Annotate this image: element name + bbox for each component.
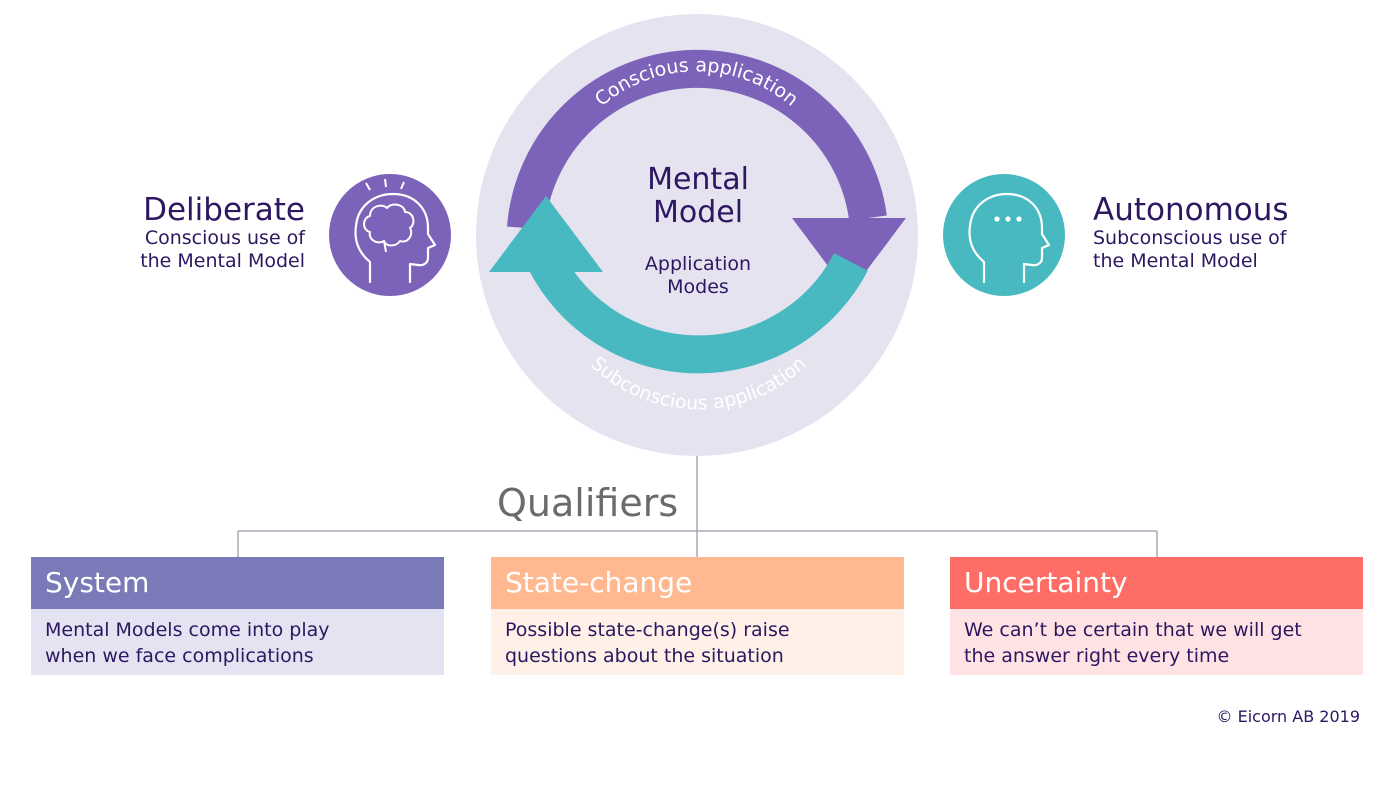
deliberate-title: Deliberate bbox=[143, 192, 305, 228]
mental-model-title: Mental Model bbox=[598, 163, 798, 229]
deliberate-block: Deliberate Conscious use of the Mental M… bbox=[80, 193, 305, 273]
deliberate-subtitle-line1: Conscious use of bbox=[144, 227, 305, 249]
autonomous-block: Autonomous Subconscious use of the Menta… bbox=[1093, 193, 1393, 273]
state-change-card-line2: questions about the situation bbox=[505, 645, 784, 667]
uncertainty-card-line2: the answer right every time bbox=[964, 645, 1230, 667]
application-modes-line1: Application bbox=[644, 253, 752, 275]
system-card-line1: Mental Models come into play bbox=[45, 619, 330, 641]
subconscious-arc bbox=[528, 251, 868, 374]
system-card: System Mental Models come into play when… bbox=[31, 557, 444, 675]
system-card-title: System bbox=[31, 557, 444, 609]
state-change-card: State-change Possible state-change(s) ra… bbox=[491, 557, 904, 675]
uncertainty-card-line1: We can’t be certain that we will get bbox=[964, 619, 1302, 641]
uncertainty-card-title: Uncertainty bbox=[950, 557, 1363, 609]
head-with-brain-icon bbox=[329, 174, 451, 296]
system-card-line2: when we face complications bbox=[45, 645, 314, 667]
conscious-arc bbox=[507, 49, 887, 230]
uncertainty-card-body: We can’t be certain that we will get the… bbox=[950, 609, 1363, 675]
deliberate-subtitle-line2: the Mental Model bbox=[140, 250, 305, 272]
application-modes-line2: Modes bbox=[667, 276, 729, 298]
state-change-card-title: State-change bbox=[491, 557, 904, 609]
application-modes-label: Application Modes bbox=[598, 253, 798, 299]
conscious-arrow-head bbox=[792, 218, 906, 294]
autonomous-title: Autonomous bbox=[1093, 192, 1289, 228]
copyright-notice: © Eicorn AB 2019 bbox=[1216, 707, 1360, 726]
uncertainty-card: Uncertainty We can’t be certain that we … bbox=[950, 557, 1363, 675]
mental-model-title-line1: Mental bbox=[647, 162, 749, 197]
autonomous-subtitle-line2: the Mental Model bbox=[1093, 250, 1258, 272]
state-change-card-body: Possible state-change(s) raise questions… bbox=[491, 609, 904, 675]
system-card-body: Mental Models come into play when we fac… bbox=[31, 609, 444, 675]
subconscious-arrow-head bbox=[489, 196, 603, 272]
head-with-thought-bubble-icon bbox=[943, 174, 1065, 296]
autonomous-subtitle-line1: Subconscious use of bbox=[1093, 227, 1287, 249]
state-change-card-line1: Possible state-change(s) raise bbox=[505, 619, 790, 641]
qualifiers-heading: Qualifiers bbox=[497, 481, 679, 525]
mental-model-title-line2: Model bbox=[652, 195, 744, 230]
